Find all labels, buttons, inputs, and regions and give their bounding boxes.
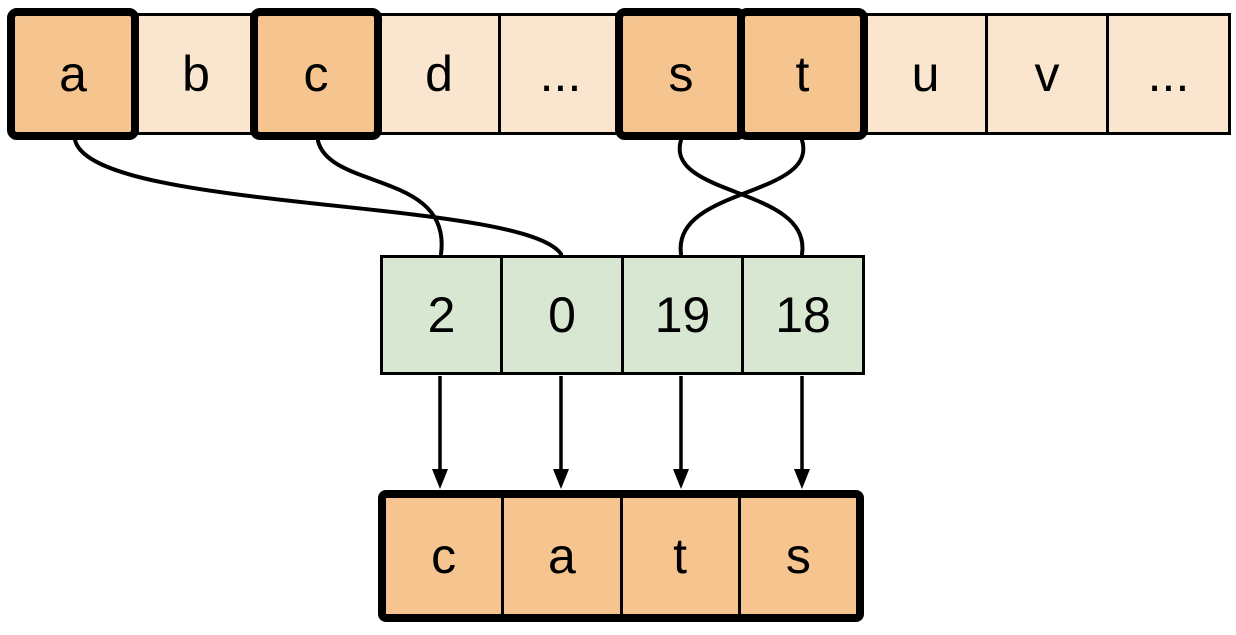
index-cell-value: 19 <box>654 287 711 343</box>
curve-t-to-index19 <box>678 138 806 256</box>
index-cell-value: 0 <box>548 287 576 343</box>
alphabet-cell-label: u <box>911 46 940 102</box>
alphabet-cell-u: u <box>863 13 988 135</box>
output-cell-a: a <box>504 498 620 614</box>
alphabet-cell-a: a <box>7 8 139 140</box>
alphabet-cell-label: c <box>303 46 329 102</box>
output-cell-c: c <box>386 498 502 614</box>
curve-s-to-index18 <box>677 138 805 256</box>
alphabet-cell-label: t <box>795 46 810 102</box>
index-cell-value: 2 <box>427 287 456 343</box>
index-cell-18: 18 <box>741 255 865 375</box>
index-cell-19: 19 <box>621 255 744 375</box>
alphabet-cell-label: s <box>668 46 694 102</box>
output-cell-label: a <box>547 528 576 584</box>
alphabet-cell-ellipsis-1: ... <box>498 13 623 135</box>
output-cell-label: s <box>785 528 811 584</box>
alphabet-cell-d: d <box>377 13 501 135</box>
arrow-index19-head <box>673 469 689 489</box>
alphabet-cell-v: v <box>985 13 1109 135</box>
alphabet-cell-c: c <box>250 8 382 140</box>
index-cell-value: 18 <box>775 287 831 343</box>
arrow-index2-head <box>432 469 448 489</box>
alphabet-cell-label: a <box>59 46 87 102</box>
output-cell-label: t <box>673 528 688 584</box>
alphabet-cell-label: b <box>182 46 210 102</box>
curve-c-to-index2 <box>316 139 444 256</box>
alphabet-cell-label: v <box>1034 46 1060 102</box>
output-cell-label: c <box>431 528 457 584</box>
output-array: c a t s <box>378 490 864 622</box>
arrow-index0-head <box>553 469 569 489</box>
alphabet-cell-b: b <box>134 13 258 135</box>
arrow-index18-head <box>794 469 810 489</box>
alphabet-cell-t: t <box>737 8 868 140</box>
output-cell-s: s <box>740 498 856 614</box>
index-cell-2: 2 <box>380 255 503 375</box>
alphabet-cell-label: d <box>425 46 453 102</box>
curve-a-to-index0 <box>73 138 563 256</box>
index-cell-0: 0 <box>500 255 624 375</box>
alphabet-cell-s: s <box>615 8 747 140</box>
alphabet-cell-ellipsis-2: ... <box>1106 13 1231 135</box>
output-cell-t: t <box>622 498 738 614</box>
alphabet-cell-label: ... <box>539 46 582 102</box>
alphabet-cell-label: ... <box>1147 46 1190 102</box>
